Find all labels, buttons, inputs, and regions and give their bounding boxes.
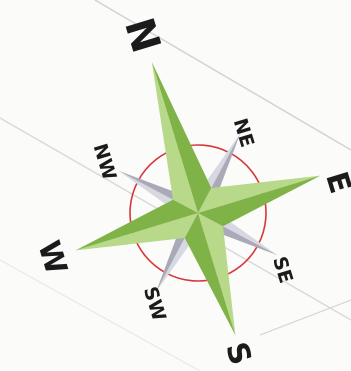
- point-north: [133, 56, 217, 219]
- label-southwest: SW: [139, 284, 170, 324]
- label-north: N: [115, 13, 169, 58]
- label-east: E: [318, 168, 351, 198]
- label-south: S: [218, 338, 258, 369]
- label-southeast: SE: [268, 254, 297, 286]
- label-west: W: [30, 237, 73, 279]
- label-northwest: NW: [89, 141, 121, 183]
